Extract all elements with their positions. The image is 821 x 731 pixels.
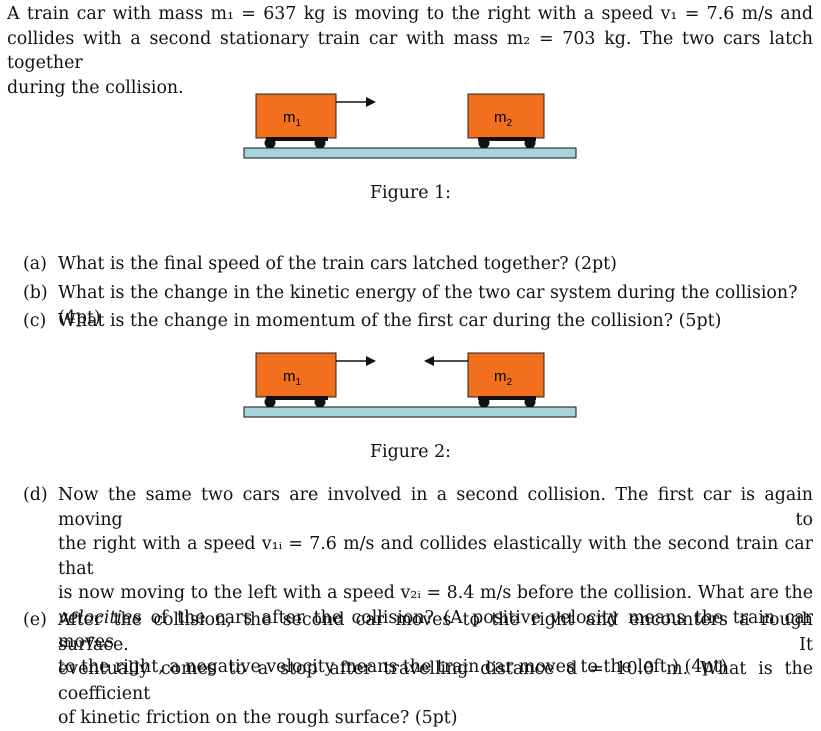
question-e-line-3: of kinetic friction on the rough surface… xyxy=(58,708,458,728)
car-2-wheel-right xyxy=(524,137,536,149)
question-b-tag: (b) xyxy=(23,283,48,303)
question-d-line-4: velocities of the cars after the collisi… xyxy=(58,606,813,655)
figure-1-caption: Figure 1: xyxy=(369,183,452,203)
arrow-right-head xyxy=(366,97,376,107)
car-2-wheel-right xyxy=(524,396,536,408)
figure-2: m1 m2 Figure 2: xyxy=(0,347,821,467)
car-2-wheel-left xyxy=(478,396,490,408)
question-c-tag: (c) xyxy=(23,311,47,331)
problem-intro: A train car with mass m₁ = 637 kg is mov… xyxy=(7,2,813,100)
car-2-body xyxy=(467,93,545,139)
question-a: (a) What is the final speed of the train… xyxy=(23,252,813,277)
car-1-wheel-right xyxy=(314,396,326,408)
arrow-right-head xyxy=(366,356,376,366)
car-2-wheel-left xyxy=(478,137,490,149)
car-1-axle xyxy=(266,396,328,400)
car-1-label: m1 xyxy=(283,109,302,129)
car-2-axle xyxy=(478,396,536,400)
question-d-line-4-rest: of the cars after the collision? (A posi… xyxy=(58,607,813,653)
question-d-tag: (d) xyxy=(23,485,48,505)
question-d-line-5: to the right, a negative velocity means … xyxy=(58,656,728,677)
question-d-line-3: is now moving to the left with a speed v… xyxy=(58,583,813,603)
car-1-wheel-right xyxy=(314,137,326,149)
figure-1: m1 m2 Figure 1: xyxy=(0,88,821,208)
intro-line-3: during the collision. xyxy=(7,77,184,98)
question-a-text: What is the final speed of the train car… xyxy=(58,254,617,274)
car-2-label: m2 xyxy=(494,368,513,388)
question-c: (c) What is the change in momentum of th… xyxy=(23,309,813,334)
question-d-line-1: Now the same two cars are involved in a … xyxy=(58,485,813,530)
question-e-tag: (e) xyxy=(23,610,47,630)
question-c-text: What is the change in momentum of the fi… xyxy=(58,311,722,331)
question-e-line-2: eventually comes to a stop after travell… xyxy=(58,659,813,704)
intro-line-2: collides with a second stationary train … xyxy=(7,28,813,74)
car-2-label: m2 xyxy=(494,109,513,129)
intro-line-1: A train car with mass m₁ = 637 kg is mov… xyxy=(7,4,813,24)
question-e-line-1: After the collision, the second car move… xyxy=(58,610,813,655)
question-b: (b) What is the change in the kinetic en… xyxy=(23,281,813,330)
car-2-body xyxy=(467,352,545,398)
car-1-body xyxy=(255,93,337,139)
question-d-line-2: the right with a speed v₁ᵢ = 7.6 m/s and… xyxy=(58,534,813,579)
car-1-wheel-left xyxy=(264,396,276,408)
track xyxy=(243,147,577,159)
car-1-body xyxy=(255,352,337,398)
question-b-text: What is the change in the kinetic energy… xyxy=(58,283,798,328)
question-e: (e) After the collision, the second car … xyxy=(23,608,813,731)
question-d: (d) Now the same two cars are involved i… xyxy=(23,483,813,679)
car-1-wheel-left xyxy=(264,137,276,149)
velocities-emphasis: velocities xyxy=(58,607,142,628)
question-a-tag: (a) xyxy=(23,254,47,274)
arrow-left-head xyxy=(424,356,434,366)
figure-2-diagram: m1 m2 xyxy=(243,352,577,418)
car-2-axle xyxy=(478,137,536,141)
figure-1-diagram: m1 m2 xyxy=(243,93,577,159)
track xyxy=(243,406,577,418)
car-1-label: m1 xyxy=(283,368,302,388)
car-1-axle xyxy=(266,137,328,141)
figure-2-caption: Figure 2: xyxy=(369,442,452,462)
